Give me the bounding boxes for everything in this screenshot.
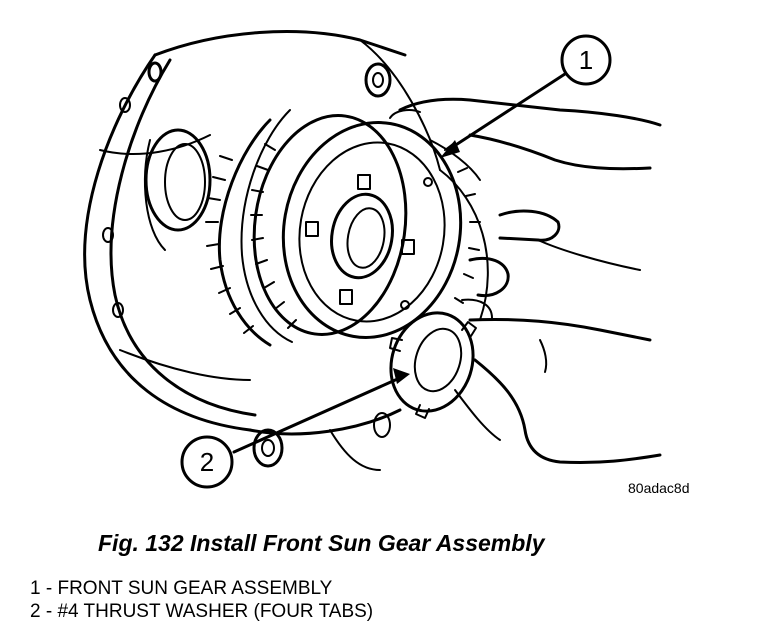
legend-item: 1 - FRONT SUN GEAR ASSEMBLY — [30, 578, 332, 600]
callout-number-2: 2 — [200, 447, 214, 477]
legend-text: #4 THRUST WASHER (FOUR TABS) — [57, 601, 374, 622]
technician-hands — [389, 97, 662, 465]
image-code: 80adac8d — [628, 480, 690, 496]
legend-number: 1 — [30, 578, 41, 599]
legend-separator: - — [40, 578, 58, 599]
legend-number: 2 — [30, 601, 41, 622]
callout-circle-1 — [560, 34, 612, 86]
callout-number-1: 1 — [579, 45, 593, 75]
sun-gear-installation-illustration: 1 2 — [83, 30, 662, 489]
legend-separator: - — [40, 601, 58, 622]
callout-circle-2 — [180, 435, 234, 489]
legend-item: 2 - #4 THRUST WASHER (FOUR TABS) — [30, 601, 373, 623]
front-sun-gear-assembly — [205, 109, 481, 347]
thrust-washer — [389, 311, 477, 419]
figure-caption: Fig. 132 Install Front Sun Gear Assembly — [98, 530, 545, 556]
transmission-case — [83, 30, 489, 471]
leader-lines — [232, 70, 570, 454]
legend-text: FRONT SUN GEAR ASSEMBLY — [57, 578, 333, 599]
